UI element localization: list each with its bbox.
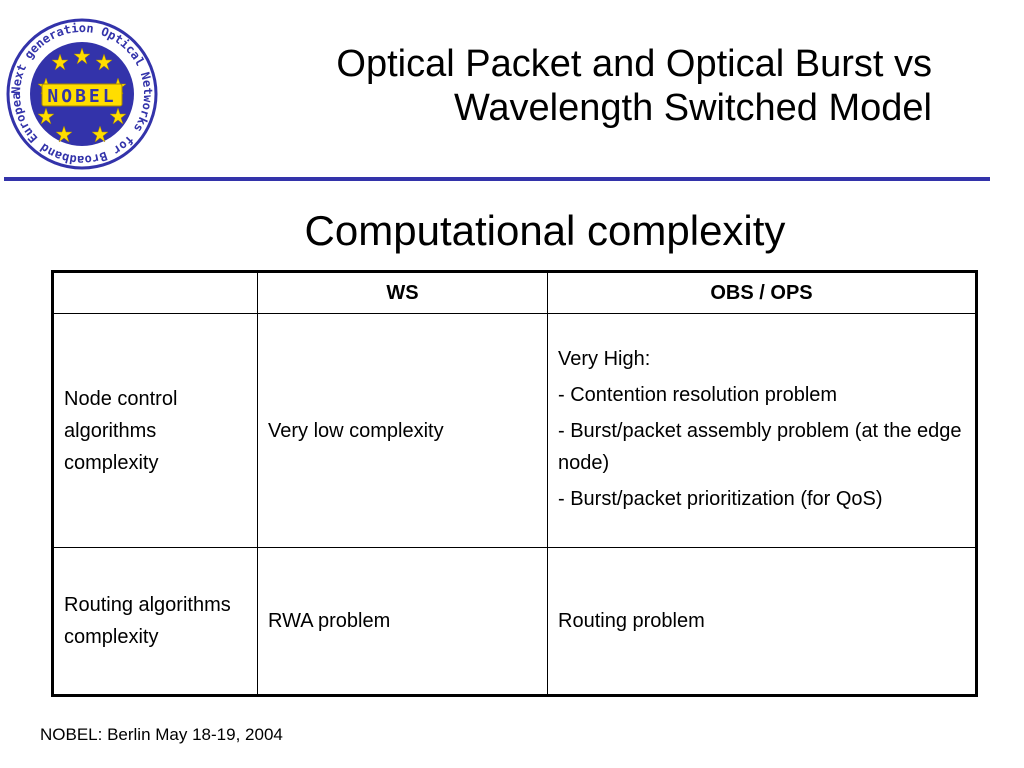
table-row-routing: Routing algorithms complexity RWA proble… [52,547,977,696]
obs-node-line-4: - Burst/packet prioritization (for QoS) [558,487,883,510]
ws-routing: RWA problem [257,547,548,696]
slide-footer: NOBEL: Berlin May 18-19, 2004 [40,725,283,744]
title-line-1: Optical Packet and Optical Burst vs [336,43,932,85]
header-cell-obs-ops: OBS / OPS [547,271,977,314]
comparison-table: WS OBS / OPS Node control algorithms com… [51,270,978,697]
table-header-row: WS OBS / OPS [52,271,977,314]
nobel-logo: Next generation Optical Networks for Bro… [6,18,158,170]
row-label-routing: Routing algorithms complexity [52,547,258,696]
obs-routing: Routing problem [547,547,977,696]
logo-name: NOBEL [47,86,116,107]
comparison-table-wrapper: WS OBS / OPS Node control algorithms com… [51,270,978,697]
row-label-node-control: Node control algorithms complexity [52,313,258,548]
obs-node-control: Very High: - Contention resolution probl… [547,313,977,548]
obs-node-line-1: Very High: [558,347,651,370]
table-row-node-control: Node control algorithms complexity Very … [52,313,977,548]
title-divider [4,177,990,181]
slide-subtitle: Computational complexity [304,207,786,254]
ws-node-control: Very low complexity [257,313,548,548]
slide-title: Optical Packet and Optical Burst vs Wave… [180,42,932,130]
title-line-2: Wavelength Switched Model [453,87,932,129]
header-cell-ws: WS [257,271,548,314]
header-cell-empty [52,271,258,314]
obs-node-line-3: - Burst/packet assembly problem (at the … [558,419,962,474]
obs-node-line-2: - Contention resolution problem [558,383,838,406]
